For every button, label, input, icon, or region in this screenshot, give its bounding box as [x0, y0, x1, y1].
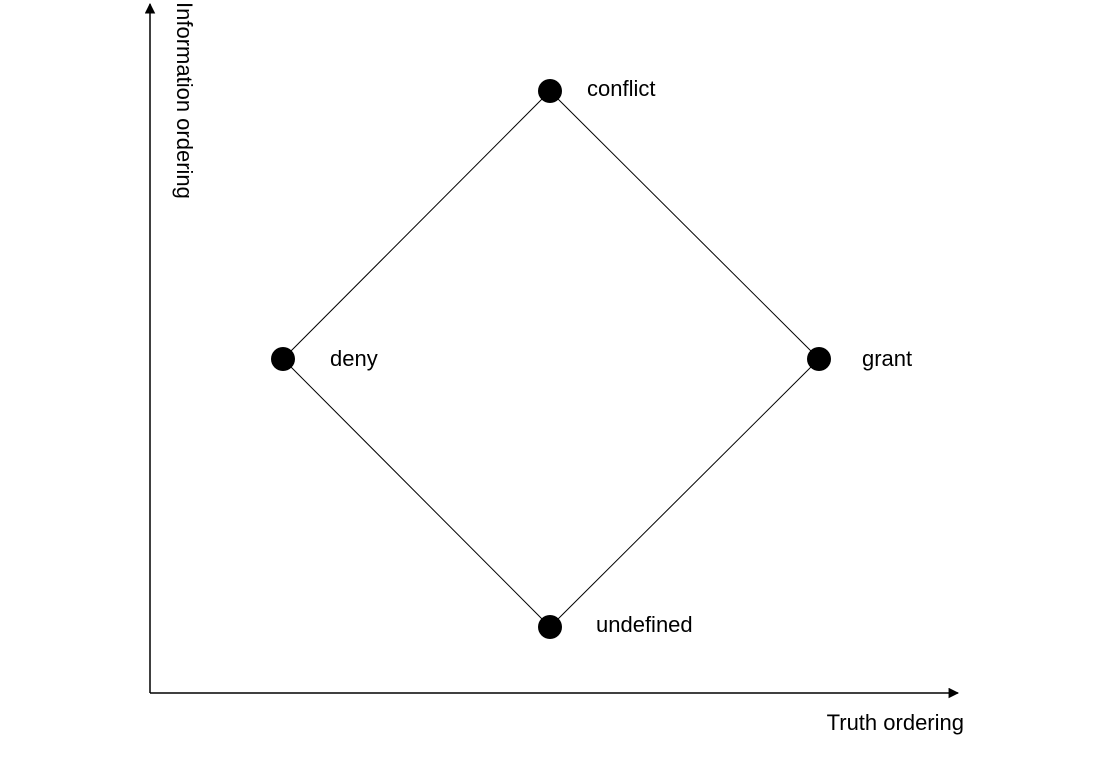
node-label-deny: deny	[330, 346, 378, 371]
y-axis-label: Information ordering	[172, 2, 197, 199]
node-label-undefined: undefined	[596, 612, 693, 637]
node-deny	[271, 347, 295, 371]
edge-deny-conflict	[282, 90, 551, 360]
edge-deny-undefined	[282, 358, 551, 628]
node-grant	[807, 347, 831, 371]
edge-undefined-grant	[549, 358, 820, 628]
edge-conflict-grant	[549, 90, 820, 360]
node-label-conflict: conflict	[587, 76, 655, 101]
node-undefined	[538, 615, 562, 639]
node-conflict	[538, 79, 562, 103]
x-axis-label: Truth ordering	[827, 710, 964, 735]
node-label-grant: grant	[862, 346, 912, 371]
